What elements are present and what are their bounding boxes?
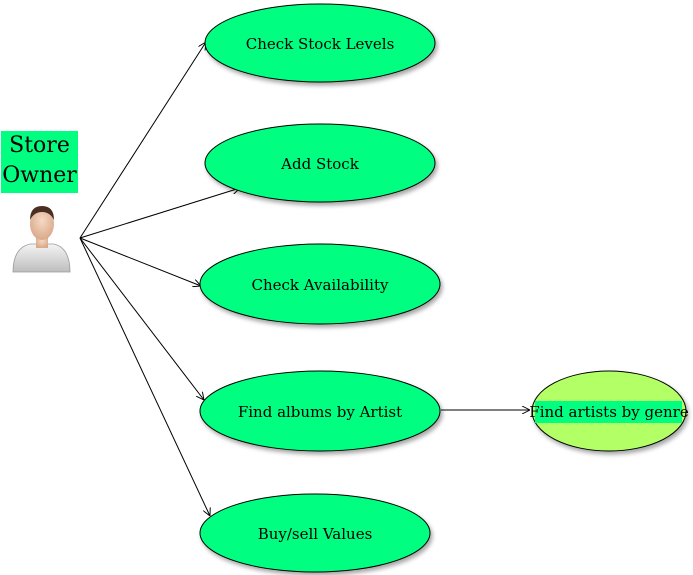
extension-label-highlight	[535, 401, 682, 423]
use-case-label-find-artists-by-genre: Find artists by genre	[529, 403, 689, 421]
connector-find-albums	[79, 237, 204, 400]
actor-label-line2: Owner	[2, 163, 77, 188]
actor-label: Store Owner	[1, 131, 78, 193]
use-case-ellipse	[199, 370, 441, 452]
use-case-buy-sell-values	[199, 493, 431, 573]
actor-label-line1: Store	[9, 133, 70, 158]
use-case-label-add-stock: Add Stock	[280, 155, 360, 173]
use-case-ellipse	[204, 123, 436, 203]
use-case-label-find-albums-by-artist: Find albums by Artist	[238, 403, 402, 421]
use-case-label-buy-sell-values: Buy/sell Values	[258, 525, 373, 543]
use-case-ellipse	[204, 3, 436, 83]
use-case-check-availability	[199, 243, 441, 325]
use-case-add-stock	[204, 123, 436, 203]
connectors	[79, 42, 530, 516]
person-icon	[12, 206, 71, 273]
use-case-label-check-availability: Check Availability	[252, 276, 389, 294]
connector-buy-sell	[79, 237, 210, 516]
use-case-label-check-stock-levels: Check Stock Levels	[246, 35, 395, 53]
connector-check-stock-levels	[79, 42, 206, 239]
use-case-find-albums-by-artist	[199, 370, 441, 452]
use-case-ellipse	[199, 243, 441, 325]
connector-add-stock	[79, 188, 240, 239]
connector-check-availability	[79, 237, 201, 286]
use-case-check-stock-levels	[204, 3, 436, 83]
use-case-ellipse	[199, 493, 431, 573]
